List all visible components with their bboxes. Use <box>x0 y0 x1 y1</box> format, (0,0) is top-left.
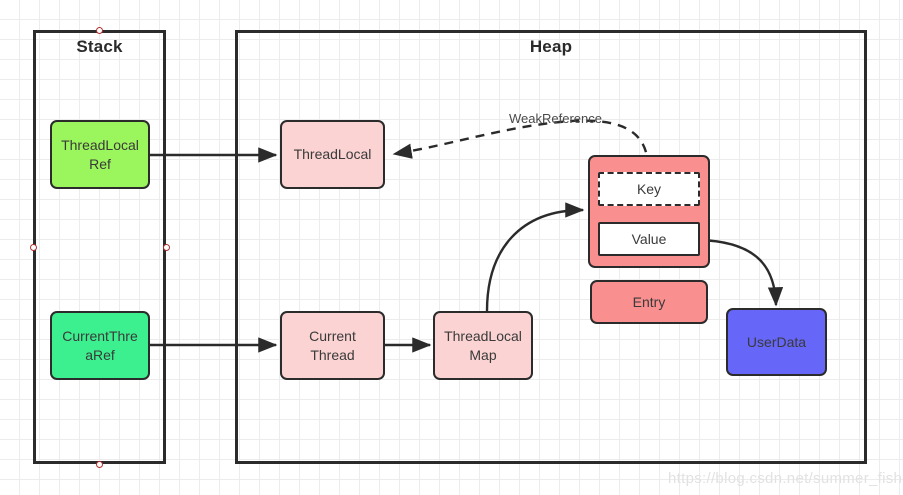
stack-handle-right[interactable] <box>163 244 170 251</box>
stack-handle-left[interactable] <box>30 244 37 251</box>
stack-handle-top[interactable] <box>96 27 103 34</box>
stack-container <box>33 30 166 464</box>
node-current-thread[interactable]: Current Thread <box>280 311 385 380</box>
node-entry-legend[interactable]: Entry <box>590 280 708 324</box>
node-threadlocal-ref[interactable]: ThreadLocal Ref <box>50 120 150 189</box>
node-entry-value[interactable]: Value <box>598 222 700 256</box>
node-currentthread-ref[interactable]: CurrentThre aRef <box>50 311 150 380</box>
node-entry-key[interactable]: Key <box>598 172 700 206</box>
node-threadlocal[interactable]: ThreadLocal <box>280 120 385 189</box>
heap-container <box>235 30 867 464</box>
node-threadlocal-map[interactable]: ThreadLocal Map <box>433 311 533 380</box>
node-userdata[interactable]: UserData <box>726 308 827 376</box>
watermark: https://blog.csdn.net/summer_fish <box>668 470 903 487</box>
stack-handle-bottom[interactable] <box>96 461 103 468</box>
edge-label-weakreference: WeakReference <box>509 111 602 126</box>
stack-title: Stack <box>76 37 123 56</box>
heap-title: Heap <box>529 37 573 56</box>
